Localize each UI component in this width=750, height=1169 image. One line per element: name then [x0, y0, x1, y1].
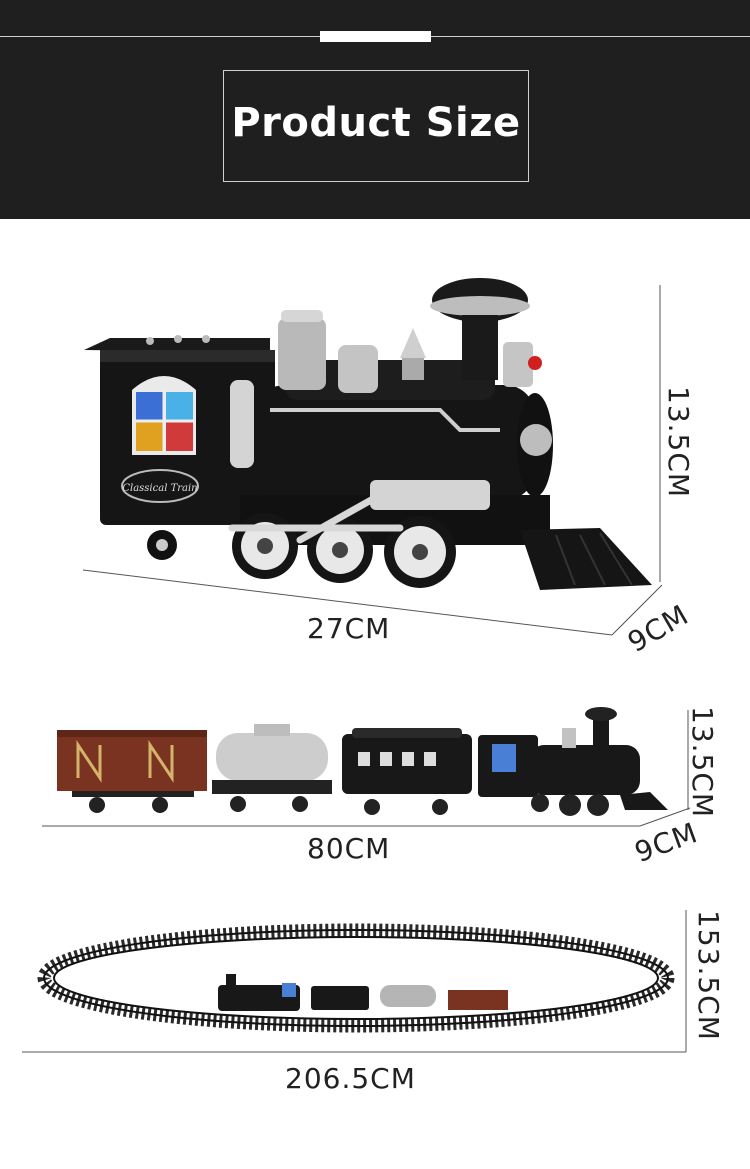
track-length-label: 206.5CM: [285, 1062, 416, 1095]
header-banner: Product Size: [0, 0, 750, 219]
title-frame: [223, 70, 529, 182]
banner-tab-marker: [320, 31, 431, 42]
page-title: Product Size: [231, 100, 521, 146]
loco-height-label: 13.5CM: [662, 386, 695, 499]
train-height-label: 13.5CM: [686, 706, 719, 819]
track-set-image: [37, 923, 675, 1033]
loco-length-label: 27CM: [307, 612, 391, 645]
track-height-label: 153.5CM: [692, 910, 725, 1041]
locomotive-image: Classical Train: [84, 278, 652, 590]
loco-dimension-lines: [82, 285, 663, 636]
loco-badge: Classical Train: [122, 483, 197, 494]
full-train-image: [57, 707, 668, 816]
train-length-label: 80CM: [307, 832, 391, 865]
track-dimension-lines: [22, 910, 687, 1053]
train-dimension-lines: [42, 710, 691, 827]
